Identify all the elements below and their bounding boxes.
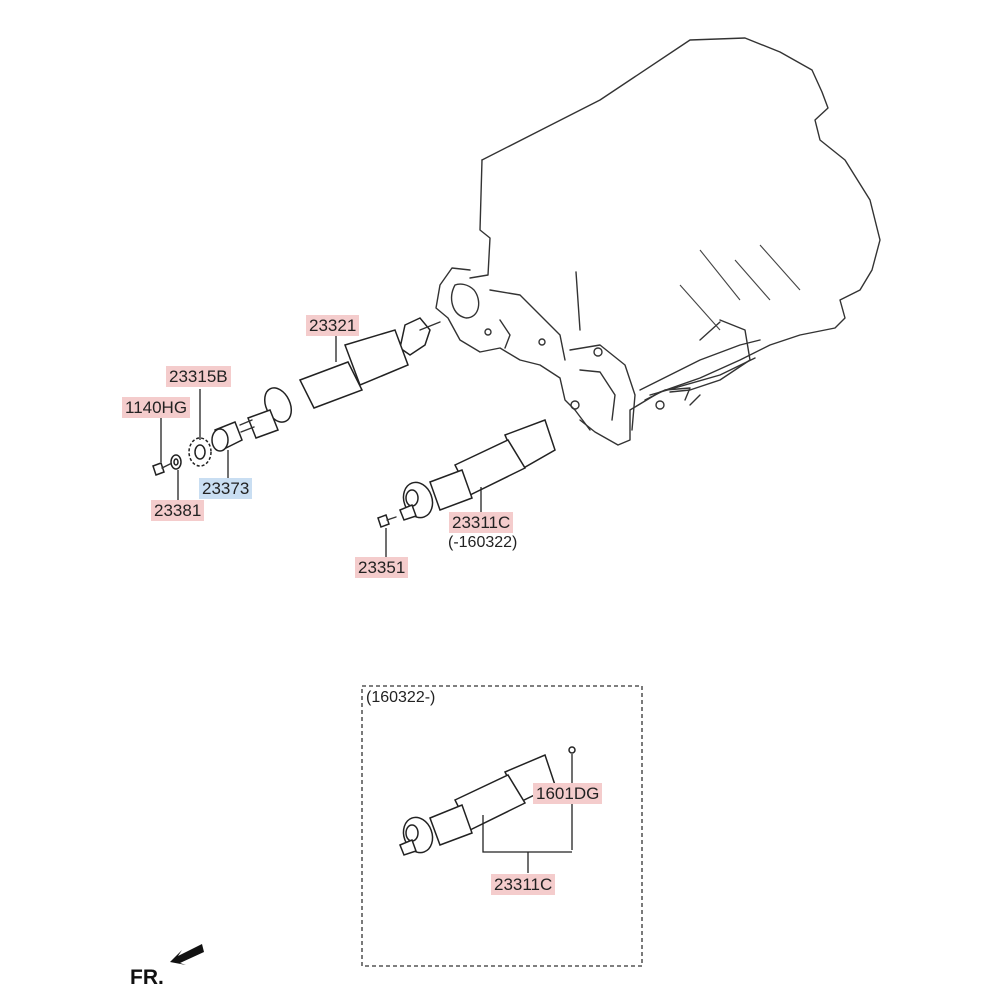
part-label-1601dg[interactable]: 1601DG bbox=[533, 783, 603, 804]
part-label-23311c[interactable]: 23311C bbox=[449, 512, 514, 533]
part-label-23315b[interactable]: 23315B bbox=[166, 366, 231, 387]
inset-title: (160322-) bbox=[366, 689, 436, 706]
inset-box-drawing bbox=[361, 685, 643, 967]
part-label-23373[interactable]: 23373 bbox=[199, 478, 253, 499]
bolt-1140hg-drawing bbox=[152, 462, 171, 476]
washer-23381-drawing bbox=[170, 454, 182, 470]
bush-23373-drawing bbox=[211, 421, 243, 452]
part-label-23351[interactable]: 23351 bbox=[355, 557, 409, 578]
front-direction-arrow bbox=[170, 944, 204, 965]
bolt-23351-drawing bbox=[377, 514, 397, 528]
front-direction-label: FR. bbox=[130, 966, 164, 989]
part-label-23321[interactable]: 23321 bbox=[306, 315, 360, 336]
part-date-note: (-160322) bbox=[448, 534, 518, 551]
engine-block-outline bbox=[435, 37, 881, 446]
leader-lines bbox=[160, 336, 482, 558]
part-label-23311c-inset[interactable]: 23311C bbox=[491, 874, 556, 895]
part-label-1140hg[interactable]: 1140HG bbox=[122, 397, 191, 418]
part-label-23381[interactable]: 23381 bbox=[151, 500, 205, 521]
sprocket-23315b-drawing bbox=[188, 437, 212, 467]
shaft-23321-drawing bbox=[239, 317, 441, 439]
shaft-23311c-drawing bbox=[399, 419, 556, 521]
